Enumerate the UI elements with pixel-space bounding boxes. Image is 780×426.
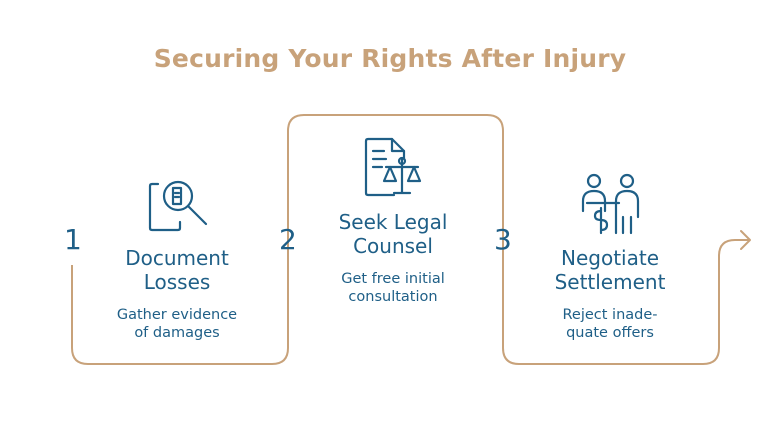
step-1-title-line2: Losses: [143, 270, 211, 294]
step-2-title-line1: Seek Legal: [338, 210, 448, 234]
step-2-number: 2: [279, 223, 297, 256]
document-search-icon: [148, 180, 208, 232]
step-1-number: 1: [64, 223, 82, 256]
diagram-title: Securing Your Rights After Injury: [153, 44, 627, 73]
step-1-desc-line2: of damages: [134, 325, 220, 341]
step-1-title-line1: Document: [125, 246, 229, 270]
step-3-title-line1: Negotiate: [561, 246, 659, 270]
step-3-desc-line1: Reject inade-: [562, 307, 658, 323]
step-2-desc-line2: consultation: [348, 289, 438, 305]
legal-scale-document-icon: [364, 137, 422, 197]
step-2-title: Seek Legal Counsel: [283, 210, 503, 258]
step-3-title-line2: Settlement: [554, 270, 666, 294]
step-2-desc-line1: Get free initial: [341, 271, 445, 287]
step-3-number: 3: [494, 223, 512, 256]
step-1-desc-line1: Gather evidence: [116, 307, 238, 323]
step-3-title: Negotiate Settlement: [500, 246, 720, 294]
step-1-description: Gather evidence of damages: [77, 306, 277, 342]
step-3-description: Reject inade- quate offers: [510, 306, 710, 342]
step-1-title: Document Losses: [67, 246, 287, 294]
step-2-description: Get free initial consultation: [293, 270, 493, 306]
arrow-head-icon: [740, 230, 751, 250]
step-3-desc-line2: quate offers: [566, 325, 654, 341]
negotiation-people-icon: [581, 173, 640, 235]
step-2-title-line2: Counsel: [353, 234, 433, 258]
